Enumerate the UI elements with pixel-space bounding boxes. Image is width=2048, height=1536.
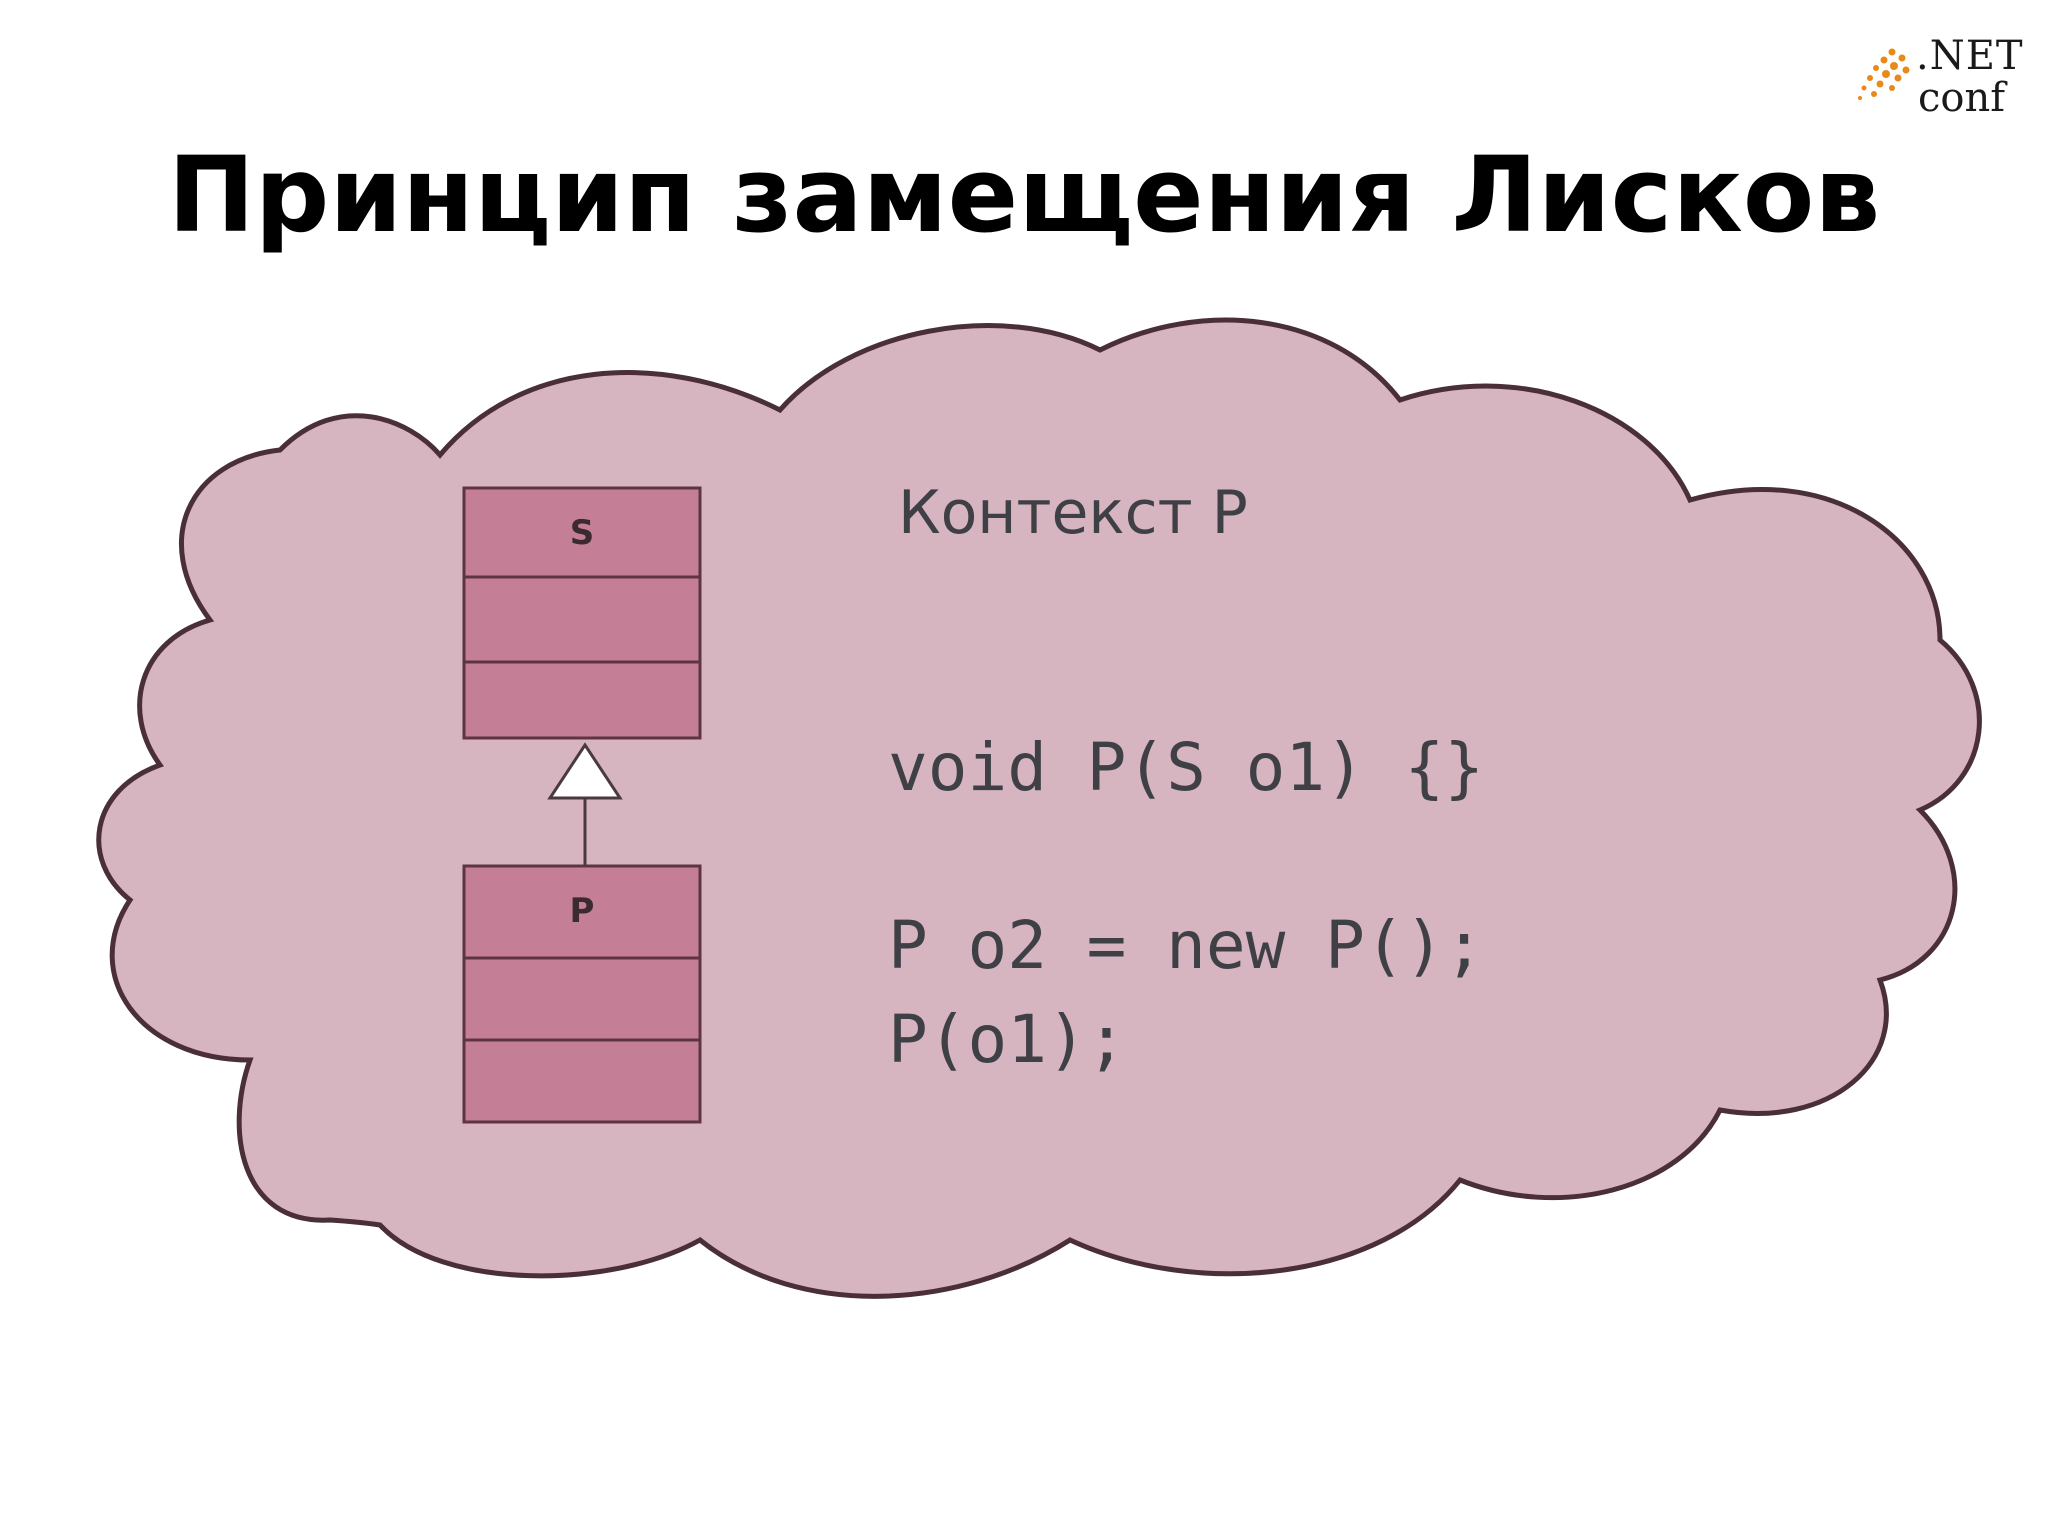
netconf-logo: .NET conf: [1852, 33, 2024, 124]
context-label: Контекст P: [898, 478, 1248, 548]
context-cloud: [96, 317, 1982, 1299]
netconf-dots-icon: [1858, 48, 1910, 100]
class-s-box: [462, 486, 702, 740]
class-s-name: S: [570, 513, 595, 553]
slide-title: Принцип замещения Лисков: [167, 134, 1881, 256]
class-p-box: [462, 864, 702, 1124]
class-p: P: [462, 864, 702, 1124]
logo-conf-text: conf: [1918, 75, 2006, 121]
class-p-name: P: [570, 891, 595, 931]
logo-net-text: .NET: [1916, 33, 2024, 79]
code-line-new: P o2 = new P();: [888, 907, 1484, 984]
inheritance-triangle-icon: [547, 742, 623, 800]
code-line-method: void P(S o1) {}: [888, 729, 1484, 806]
inheritance-arrow: [547, 742, 623, 866]
class-s: S: [462, 486, 702, 740]
code-line-call: P(o1);: [888, 1001, 1126, 1078]
